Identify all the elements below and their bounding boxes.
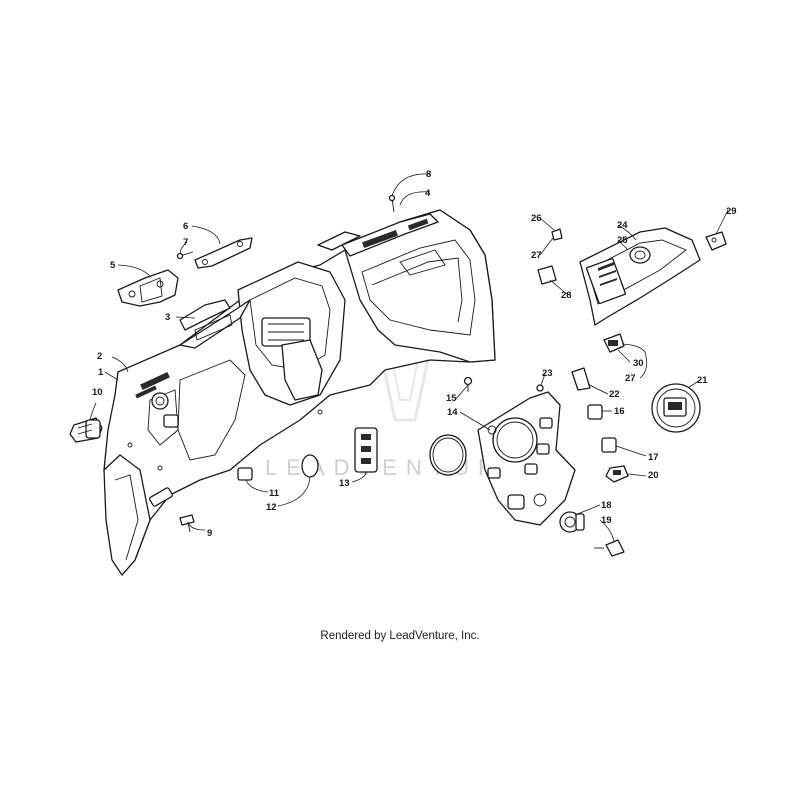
callout-26: 26 bbox=[531, 213, 542, 224]
callout-28: 28 bbox=[561, 290, 572, 301]
part-9-screw bbox=[179, 514, 195, 533]
dashboard-main-panel bbox=[103, 209, 496, 576]
part-15-fastener bbox=[463, 376, 473, 392]
callout-5: 5 bbox=[110, 260, 116, 271]
callout-27-top: 27 bbox=[531, 250, 542, 261]
callout-17: 17 bbox=[648, 452, 659, 463]
part-19-key bbox=[594, 539, 625, 557]
callout-30: 30 bbox=[633, 358, 644, 369]
callout-19: 19 bbox=[601, 515, 612, 526]
callout-4: 4 bbox=[425, 188, 431, 199]
callout-labels: 1 2 3 4 5 6 7 8 9 10 11 12 13 14 15 16 1… bbox=[92, 169, 737, 539]
leader-lines bbox=[89, 173, 729, 543]
footer-credit: Rendered by LeadVenture, Inc. bbox=[320, 630, 480, 642]
part-8-screw bbox=[388, 194, 396, 213]
callout-8: 8 bbox=[426, 169, 431, 180]
part-14-bezel bbox=[477, 391, 576, 526]
callout-14: 14 bbox=[447, 407, 458, 418]
part-4 bbox=[317, 231, 361, 251]
part-24-glovebox-door bbox=[579, 227, 701, 326]
callout-10: 10 bbox=[92, 387, 103, 398]
part-6-bracket bbox=[194, 237, 253, 269]
callout-24: 24 bbox=[617, 220, 628, 231]
callout-27-bottom: 27 bbox=[625, 373, 636, 384]
part-16-switch bbox=[587, 404, 603, 420]
callout-12: 12 bbox=[266, 502, 277, 513]
part-13-switch-bank bbox=[354, 427, 378, 473]
callout-29: 29 bbox=[726, 206, 737, 217]
part-23 bbox=[536, 384, 544, 392]
callout-25: 25 bbox=[617, 235, 628, 246]
part-29-hinge bbox=[705, 231, 727, 251]
callout-1: 1 bbox=[98, 367, 104, 378]
callout-2: 2 bbox=[97, 351, 102, 362]
callout-22: 22 bbox=[609, 389, 620, 400]
callout-11: 11 bbox=[269, 488, 280, 499]
callout-16: 16 bbox=[614, 406, 625, 417]
part-26 bbox=[551, 228, 563, 241]
callout-20: 20 bbox=[648, 470, 659, 481]
part-22 bbox=[571, 367, 591, 391]
gauge-trim-ring bbox=[429, 434, 467, 476]
callout-9: 9 bbox=[207, 528, 212, 539]
part-21-gauge bbox=[651, 383, 701, 433]
part-12-cover bbox=[301, 454, 319, 478]
part-5-hinge bbox=[117, 269, 179, 307]
part-28-latch bbox=[537, 265, 557, 285]
callout-6: 6 bbox=[183, 221, 188, 232]
callout-21: 21 bbox=[697, 375, 708, 386]
callout-15: 15 bbox=[446, 393, 457, 404]
part-30-bumper bbox=[603, 333, 625, 353]
part-20-connector bbox=[605, 465, 629, 483]
callout-13: 13 bbox=[339, 478, 350, 489]
callout-3: 3 bbox=[165, 312, 170, 323]
part-10-connector bbox=[69, 417, 103, 443]
part-3 bbox=[179, 299, 231, 331]
callout-7: 7 bbox=[183, 237, 188, 248]
part-17-switch bbox=[601, 437, 617, 453]
callout-23: 23 bbox=[542, 368, 553, 379]
part-11-plug bbox=[237, 467, 253, 481]
part-18-key-switch bbox=[559, 511, 585, 533]
callout-18: 18 bbox=[601, 500, 612, 511]
